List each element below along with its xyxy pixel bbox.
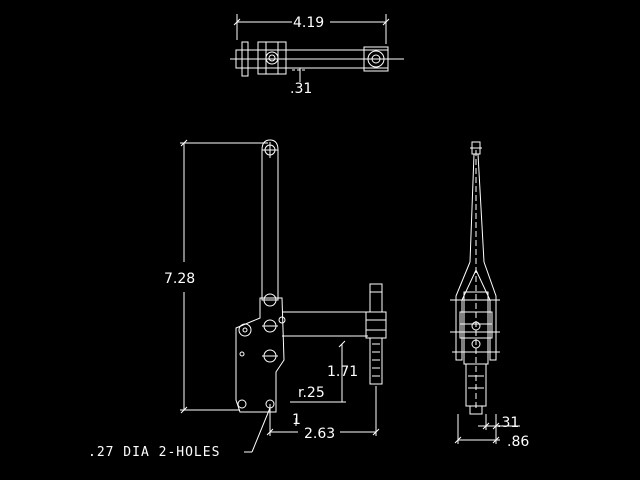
top-view bbox=[230, 14, 404, 82]
dim-radius: r.25 bbox=[298, 385, 325, 401]
dim-top-width: 4.19 bbox=[293, 15, 324, 31]
dim-horizontal: 2.63 bbox=[304, 426, 335, 442]
holes-callout: .27 DIA 2-HOLES bbox=[88, 445, 220, 460]
dim-height: 7.28 bbox=[164, 271, 195, 287]
front-view bbox=[180, 139, 387, 453]
dim-side-width: .86 bbox=[507, 434, 529, 450]
dim-top-offset: .31 bbox=[290, 81, 312, 97]
dim-side-small: .31 bbox=[497, 415, 519, 431]
dim-vertical: 1.71 bbox=[327, 364, 358, 380]
side-view bbox=[450, 141, 520, 444]
dim-marker: 1 bbox=[292, 412, 301, 428]
